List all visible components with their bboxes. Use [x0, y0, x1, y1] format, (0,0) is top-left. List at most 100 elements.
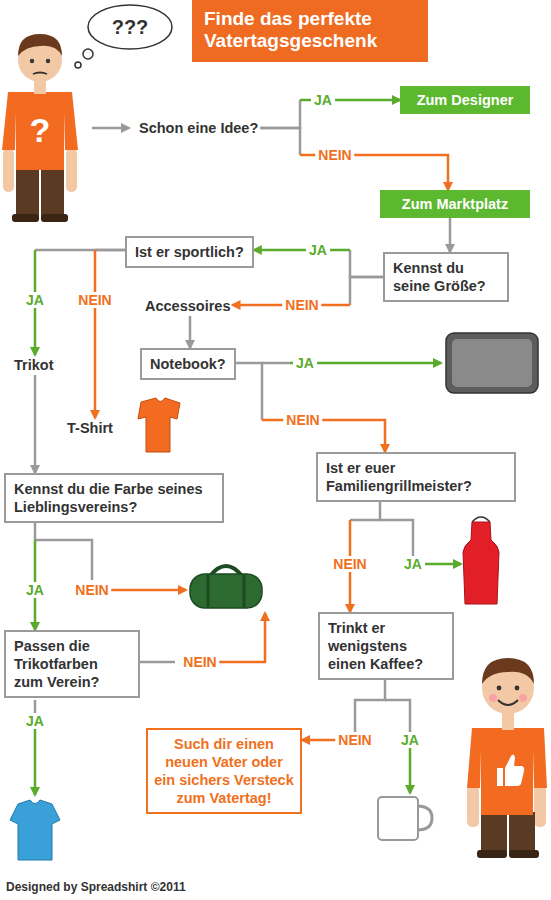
shoe — [477, 850, 507, 858]
arm — [3, 148, 14, 192]
decision-box: Trinkt er wenigstens einen Kaffee? — [318, 612, 454, 680]
thought-text: ??? — [109, 16, 152, 39]
connector-line — [262, 420, 385, 452]
node-text: Trinkt er wenigstens einen Kaffee? — [328, 619, 444, 673]
sleeve-panel — [452, 339, 532, 387]
pants — [509, 812, 535, 852]
arm — [534, 785, 546, 827]
pants — [41, 168, 64, 216]
bubble-dot — [75, 62, 81, 68]
bubble — [88, 5, 172, 49]
connector — [95, 250, 125, 418]
node-text: Zum Designer — [408, 91, 522, 109]
node-text: Ist er sportlich? — [135, 243, 244, 261]
apron-strap — [472, 517, 490, 522]
connector — [35, 250, 125, 355]
happy-father — [467, 658, 547, 858]
arrow — [385, 700, 410, 732]
arm — [66, 148, 77, 192]
decision-box: Passen die Trikotfarben zum Verein? — [4, 630, 140, 698]
node-text: Zum Marktplatz — [388, 195, 522, 213]
shoe — [509, 850, 539, 858]
connector-line — [94, 250, 97, 418]
pants — [481, 812, 507, 852]
orange-tshirt — [138, 398, 180, 452]
arrow — [380, 520, 413, 556]
connector-line — [34, 523, 37, 540]
branch-label: JA — [293, 355, 317, 371]
edge-label: NEIN — [283, 412, 322, 428]
cheek — [519, 694, 527, 702]
connector — [302, 680, 385, 740]
shirt — [467, 728, 547, 815]
mug-handle — [417, 806, 432, 830]
connector — [190, 316, 191, 348]
apron-body — [463, 522, 499, 604]
arm — [467, 785, 479, 827]
node-text: Kennst du die Farbe seines Lieblingsvere… — [14, 480, 214, 516]
bag-strap — [243, 575, 246, 607]
category-text: Trikot — [12, 355, 55, 375]
node-text: Notebook? — [150, 355, 226, 373]
connector-line — [254, 249, 350, 252]
arrow — [35, 540, 92, 580]
worried-father — [2, 34, 78, 222]
title-band: Finde das perfekte Vatertagsgeschenk — [192, 0, 428, 62]
node-text: Trikot — [14, 356, 53, 374]
arrow — [409, 746, 412, 793]
decision-box: Kennst du die Farbe seines Lieblingsvere… — [4, 473, 224, 523]
edge-label: NEIN — [75, 292, 114, 308]
hair — [482, 658, 534, 684]
arrow — [92, 127, 129, 130]
edge-label: NEIN — [282, 297, 321, 313]
arrow — [140, 661, 175, 664]
edge-label: NEIN — [335, 732, 374, 748]
branch-label: JA — [23, 713, 47, 729]
bubble-dot — [83, 49, 93, 59]
neck — [34, 80, 46, 94]
credit-note: Designed by Spreadshirt ©2011 — [3, 880, 189, 894]
sleeve — [446, 333, 538, 393]
shoe — [41, 214, 68, 222]
connector-line — [34, 375, 37, 473]
branch-label: NEIN — [180, 654, 219, 670]
smile — [498, 700, 518, 705]
mug-body — [378, 797, 418, 840]
start-question: Schon eine Idee? — [137, 118, 260, 138]
blue-jersey — [10, 800, 60, 860]
eye — [497, 686, 502, 691]
edge-label: NEIN — [315, 147, 354, 163]
thought-bubble — [75, 5, 172, 68]
eye — [30, 59, 34, 63]
shirt-symbol: ? — [27, 111, 54, 150]
connector — [236, 363, 385, 452]
eye — [46, 59, 50, 63]
pants — [16, 168, 39, 216]
shoe — [12, 214, 39, 222]
branch-label: JA — [398, 732, 422, 748]
connector-line — [260, 128, 300, 155]
edge-label: NEIN — [330, 556, 369, 572]
connector-line — [95, 249, 125, 252]
connector-line — [350, 502, 380, 520]
thumbs-up — [497, 754, 524, 786]
decision-box: Ist er euer Familiengrillmeister? — [316, 452, 516, 502]
result-box: Such dir einen neuen Vater oder ein sich… — [146, 728, 302, 814]
category-text: Accessoires — [143, 296, 232, 316]
connector-line — [35, 249, 125, 252]
connector-line — [449, 218, 452, 252]
connector-line — [350, 250, 383, 277]
connector-line — [355, 680, 385, 740]
decision-box: Notebook? — [140, 348, 236, 380]
arrow — [262, 362, 290, 365]
cheek — [489, 694, 497, 702]
connector-line — [189, 316, 192, 348]
eye — [515, 686, 520, 691]
connector-line — [350, 277, 383, 305]
node-text: T-Shirt — [67, 419, 113, 437]
decision-box: Kennst du seine Größe? — [383, 252, 509, 302]
branch-label: NEIN — [72, 582, 111, 598]
node-text: Ist er euer Familiengrillmeister? — [326, 459, 506, 495]
bag-strap — [207, 575, 210, 607]
